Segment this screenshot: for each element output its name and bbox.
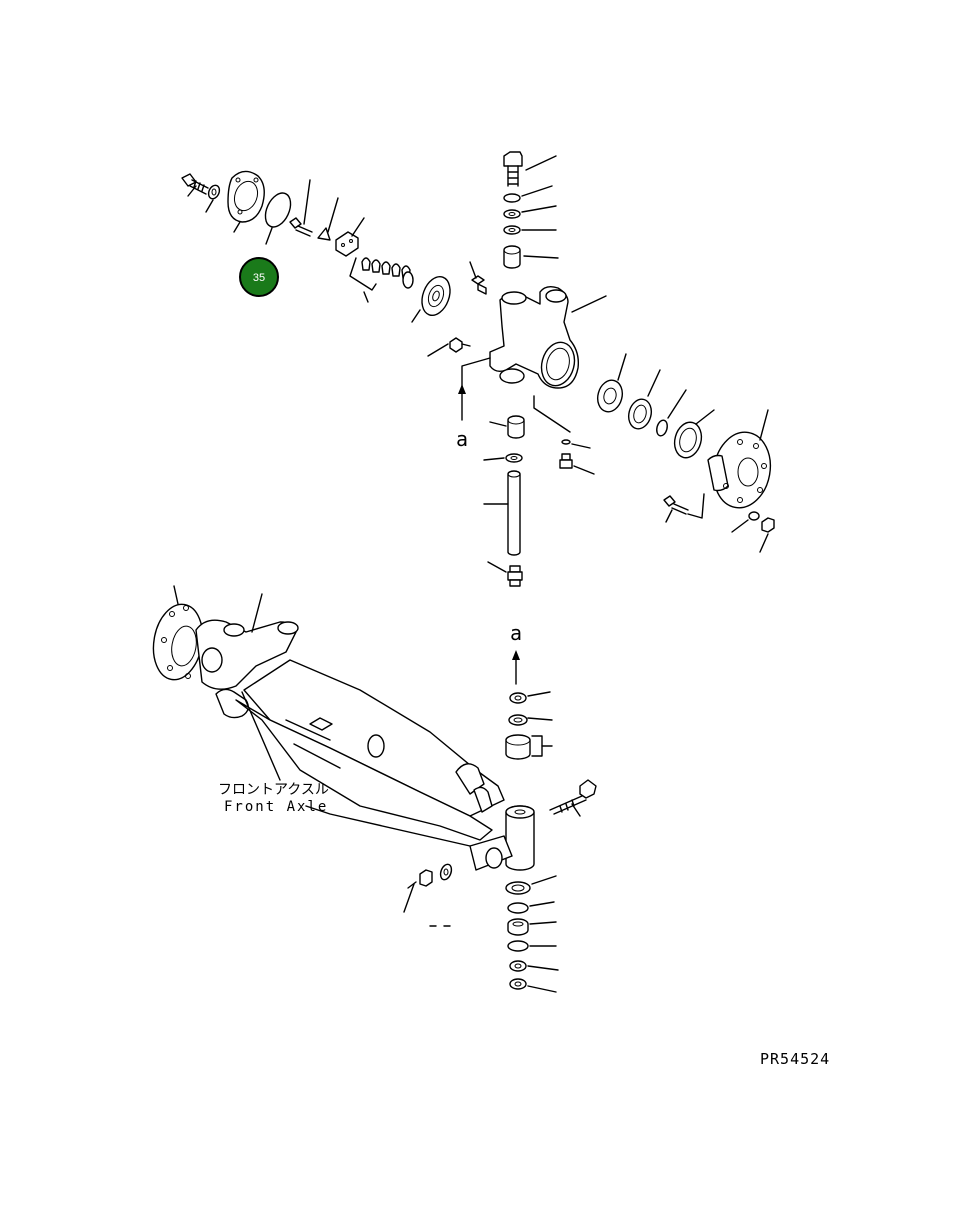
upper-washer-3: [503, 225, 557, 235]
spacer-ring: [673, 409, 715, 459]
pivot-ring-2: [507, 940, 557, 952]
axle-left-hub: [152, 585, 204, 681]
cone-pin: [317, 197, 339, 241]
pivot-side-nut: [403, 869, 433, 913]
small-o-ring: [533, 395, 591, 449]
view-marker-bottom-label: a: [510, 621, 522, 645]
outer-bearing: [596, 353, 627, 413]
bearing: [411, 275, 451, 323]
cover-plate: [227, 170, 265, 233]
hub-bolt: [663, 493, 705, 523]
split-pin: [407, 881, 417, 889]
pivot-lock-washer: [509, 960, 559, 972]
front-axle-label-jp: フロントアクスル: [218, 782, 329, 798]
upper-bushing: [503, 245, 559, 269]
pivot-nut-bottom: [509, 978, 557, 993]
callout-35-circle[interactable]: [239, 257, 279, 297]
shim-stack: [349, 257, 414, 303]
grease-fitting-side: [427, 337, 471, 357]
view-marker-bottom: a: [510, 621, 522, 685]
wheel-hub: [707, 409, 772, 509]
pivot-bushing-lower: [505, 875, 557, 895]
hub-nut: [759, 517, 775, 553]
lock-bolt: [289, 179, 313, 237]
pivot-washer-top: [509, 691, 551, 704]
grease-fitting-lower: [487, 561, 523, 587]
callout-35[interactable]: 35: [239, 257, 279, 297]
adjusting-nut: [335, 217, 365, 257]
pivot-thrust-washer: [507, 918, 557, 936]
hub-washer: [731, 511, 760, 533]
pivot-bushing: [505, 734, 553, 760]
kingpin-bolt: [503, 151, 557, 187]
breather-fitting: [559, 453, 595, 475]
lower-bushing: [489, 415, 525, 439]
view-marker-top: a: [456, 357, 491, 451]
pivot-ring-1: [507, 901, 555, 914]
axle-pivot-boss: [469, 805, 535, 871]
view-marker-top-label: a: [456, 427, 468, 451]
thin-o-ring: [656, 389, 687, 437]
axle-knuckle: [195, 593, 299, 719]
upper-washer-2: [503, 205, 557, 219]
front-axle-label-en: Front Axle: [224, 799, 328, 815]
kingpin: [483, 470, 521, 556]
drawing-number: PR54524: [760, 1050, 830, 1068]
pivot-long-bolt: [549, 779, 597, 817]
steering-knuckle: [489, 285, 607, 389]
o-ring: [264, 192, 292, 245]
upper-washer-1: [503, 185, 553, 203]
lower-washer: [483, 453, 523, 463]
axle-beam: [235, 659, 505, 841]
oil-seal: [627, 369, 661, 430]
callout-35-number[interactable]: 35: [253, 272, 265, 284]
pivot-nut-top: [508, 714, 553, 726]
pivot-side-washer: [439, 863, 453, 881]
cap-washer: [205, 184, 221, 213]
front-axle-label: フロントアクスル Front Axle: [218, 691, 471, 847]
cap-bolt: [181, 173, 209, 197]
grease-fitting-upper: [469, 261, 487, 295]
